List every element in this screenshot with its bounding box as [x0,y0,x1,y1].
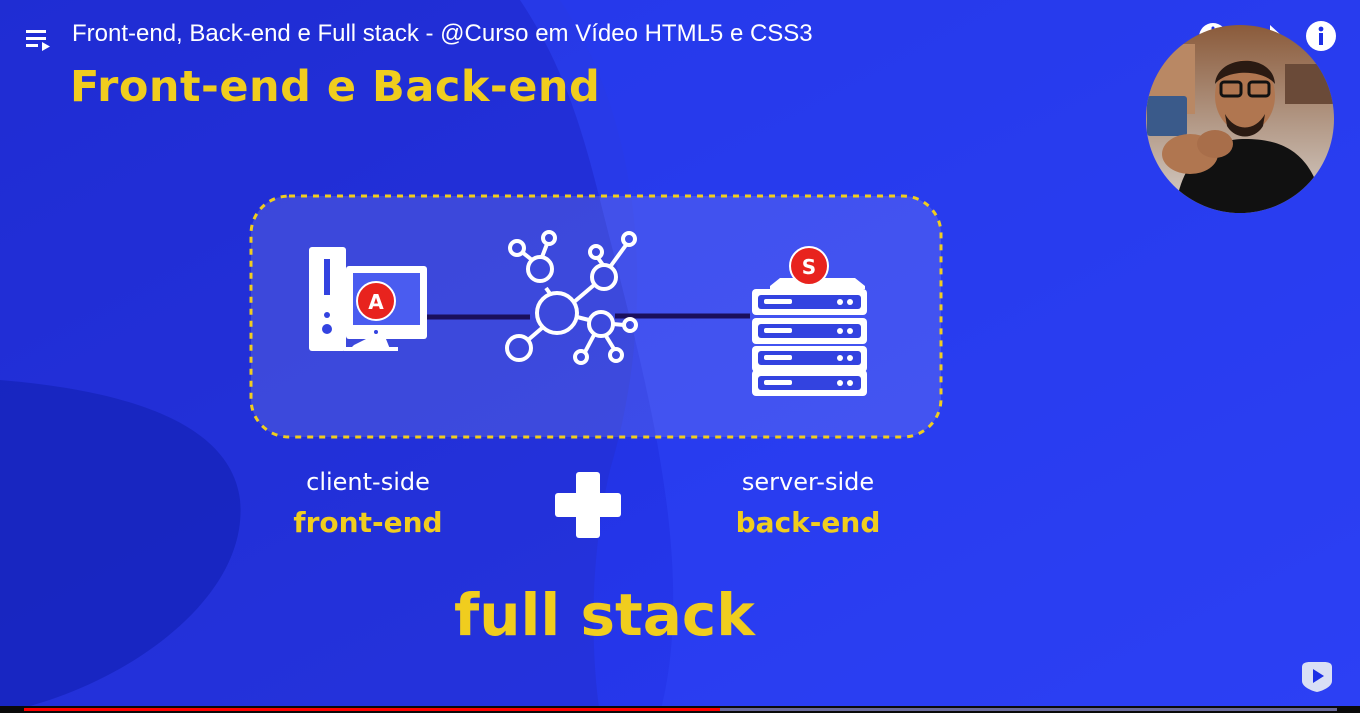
server-badge: S [789,246,829,286]
back-end-label: back-end [735,506,881,539]
playlist-icon[interactable] [26,28,54,56]
full-stack-label: full stack [454,581,755,649]
presenter-webcam [1145,24,1335,218]
client-badge: A [356,281,396,321]
server-stack-icon [752,278,867,396]
client-side-label: client-side [306,468,430,496]
info-icon[interactable] [1305,20,1337,56]
plus-icon [555,472,621,542]
server-side-label: server-side [741,468,875,496]
front-end-label: front-end [293,506,443,539]
server-badge-label: S [802,255,816,279]
progress-track [24,708,1337,711]
youtube-logo-icon[interactable] [1298,661,1336,697]
progress-bar[interactable] [0,706,1360,713]
slide-heading: Front-end e Back-end [70,62,601,112]
client-server-diagram: A S [249,194,943,439]
network-hub-icon [505,230,638,365]
video-title[interactable]: Front-end, Back-end e Full stack - @Curs… [72,20,813,47]
progress-played [24,708,720,711]
client-badge-label: A [368,290,384,314]
